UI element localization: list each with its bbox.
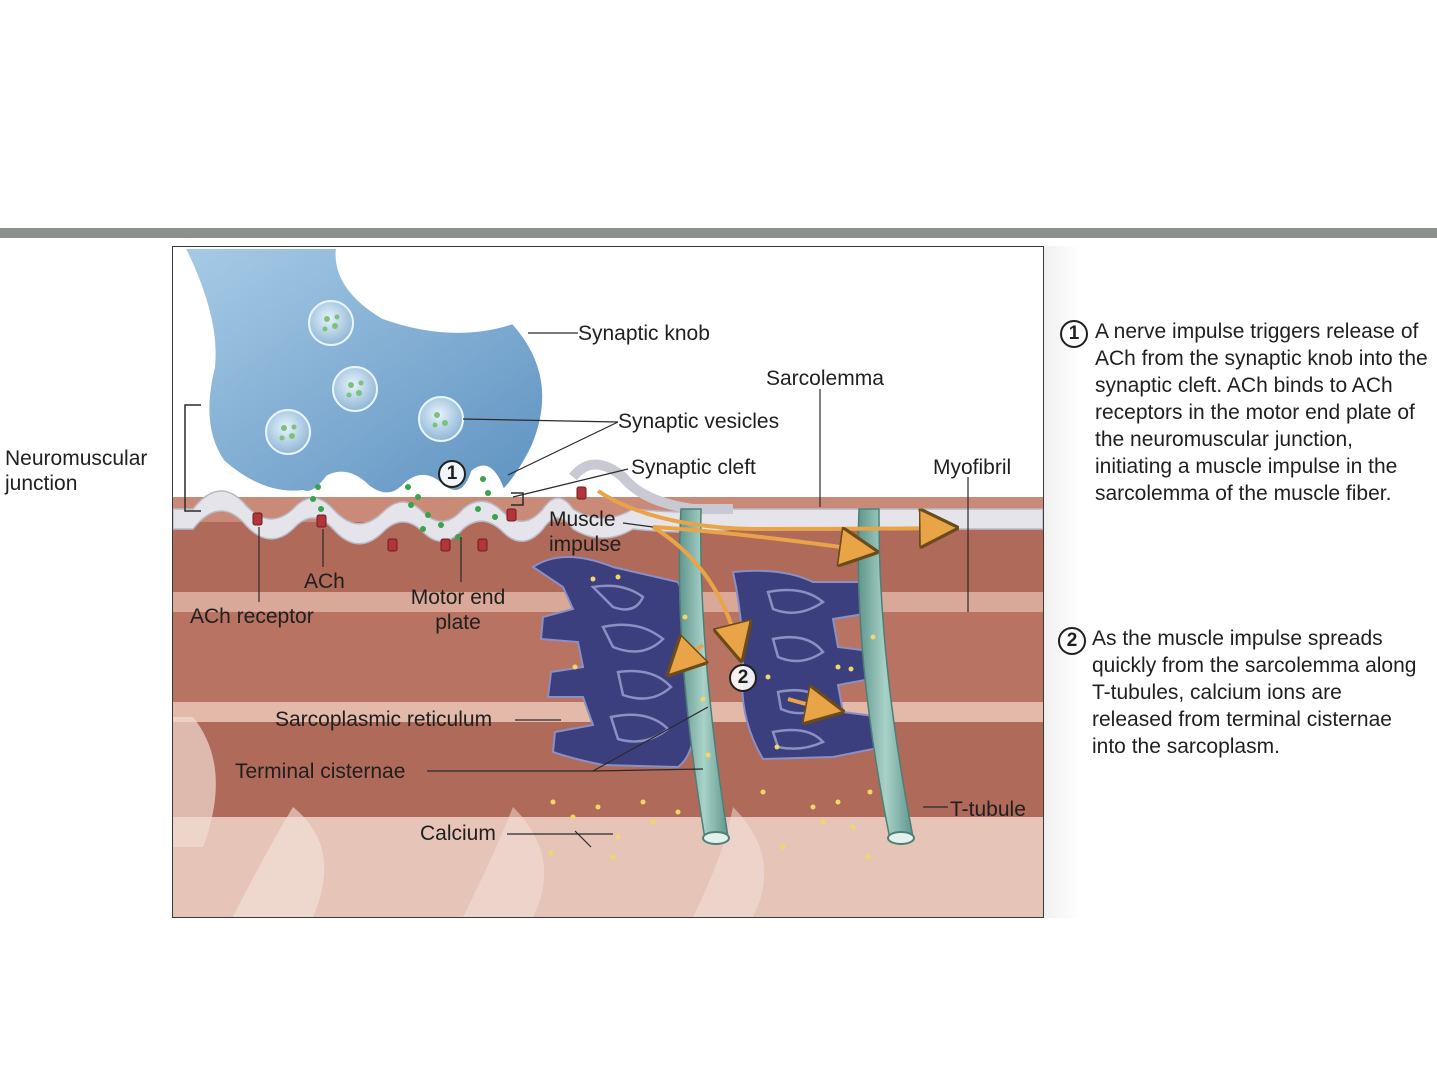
step-1-text: A nerve impulse triggers release of ACh … (1095, 320, 1428, 505)
ach-molecules (310, 476, 498, 540)
top-divider-bar (0, 228, 1437, 238)
leader-lines (258, 332, 969, 848)
nmj-bracket (184, 404, 201, 512)
ach-receptors (252, 486, 587, 552)
label-neuromuscular-junction: Neuromuscular junction (5, 447, 148, 495)
neuromuscular-diagram (173, 247, 1043, 917)
frame-shadow (1044, 246, 1080, 918)
synaptic-vesicles (265, 300, 464, 455)
diagram-frame (172, 246, 1044, 918)
impulse-arrows (596, 489, 943, 709)
step-2-text: As the muscle impulse spreads quickly fr… (1092, 627, 1417, 758)
sarcoplasmic-reticulum (531, 556, 885, 769)
